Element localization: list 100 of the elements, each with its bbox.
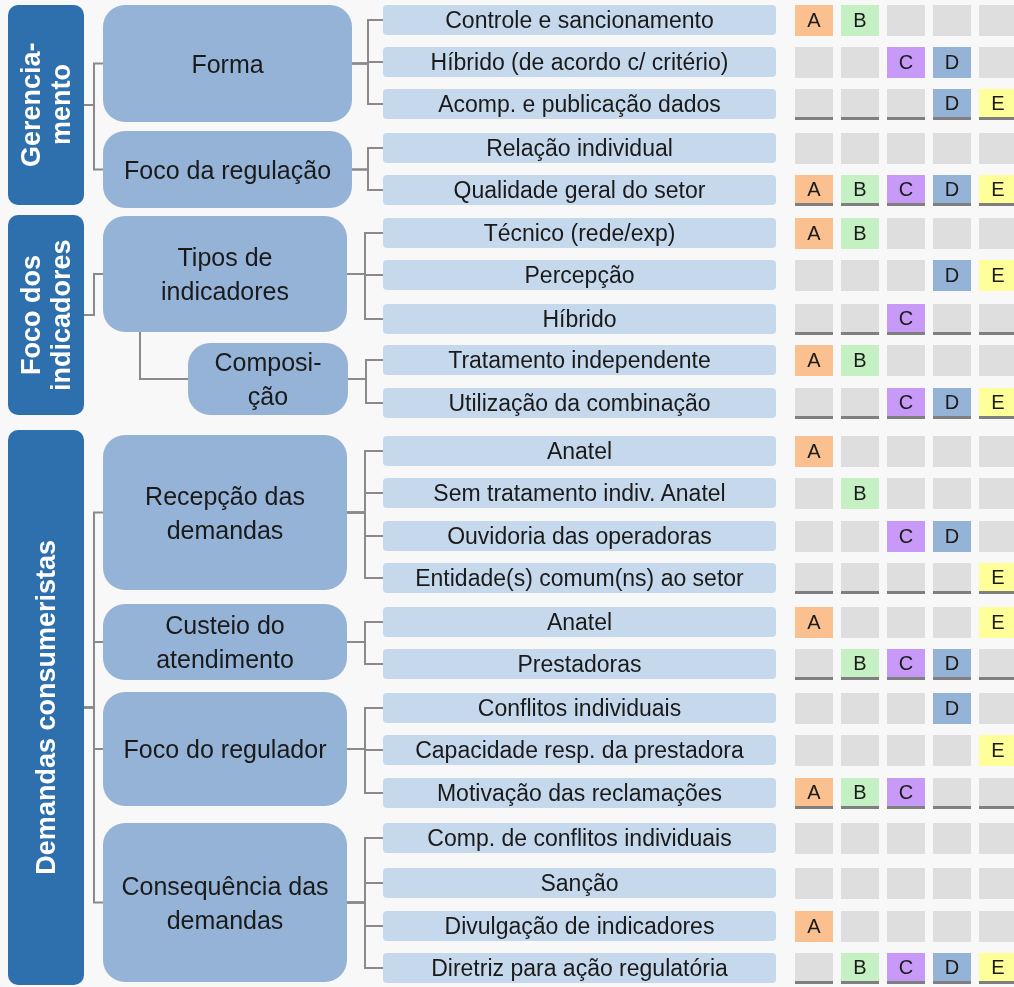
connector-line: [347, 378, 384, 404]
group-box: [103, 823, 347, 982]
connector-line: [346, 901, 384, 969]
connector-line: [83, 273, 104, 316]
label-text: Prestadoras: [517, 650, 642, 678]
label-text: Sem tratamento indiv. Anatel: [433, 479, 726, 507]
option-box: [383, 868, 776, 898]
label-text: Conflitos individuais: [477, 694, 682, 722]
option-box: [383, 5, 776, 35]
rating-cell: B: [841, 5, 879, 36]
rating-cell: C: [887, 649, 925, 680]
option-box: [383, 693, 776, 723]
rating-cell: D: [933, 47, 971, 78]
rating-cell: D: [933, 388, 971, 419]
rating-cell: C: [887, 953, 925, 984]
label-text: Composi- ção: [213, 347, 323, 412]
label-text: Qualidade geral do setor: [453, 176, 706, 204]
rating-cell: C: [887, 47, 925, 78]
connector-line: [83, 706, 104, 904]
rating-cell: E: [979, 260, 1014, 291]
label-text: Motivação das reclamações: [436, 779, 723, 807]
option-box: [383, 89, 776, 119]
option-box: [383, 436, 776, 466]
connector-line: [346, 511, 384, 579]
rating-cell: D: [933, 260, 971, 291]
rating-cell: A: [795, 5, 833, 36]
label-text: Comp. de conflitos individuais: [427, 824, 732, 852]
label-text: Acomp. e publicação dados: [438, 90, 721, 118]
rating-cell: D: [933, 953, 971, 984]
rating-cell: B: [841, 953, 879, 984]
label-text: Divulgação de indicadores: [444, 912, 715, 940]
rating-cell: E: [979, 953, 1014, 984]
label-text: Anatel: [546, 437, 613, 465]
category-band: [8, 430, 84, 985]
label-text: Controle e sancionamento: [445, 6, 714, 34]
rating-cell: B: [841, 478, 879, 509]
rating-cell: B: [841, 175, 879, 206]
option-box: [383, 175, 776, 205]
rating-cell: A: [795, 436, 833, 467]
rating-cell: E: [979, 175, 1014, 206]
group-box: [103, 131, 352, 208]
label-text: Utilização da combinação: [448, 389, 711, 417]
label-text: Gerencia- mento: [16, 41, 76, 170]
rating-cell: C: [887, 521, 925, 552]
rating-cell: D: [933, 649, 971, 680]
label-text: Foco do regulador: [123, 734, 327, 765]
rating-cell: A: [795, 911, 833, 942]
option-box: [383, 911, 776, 941]
rating-cell: B: [841, 345, 879, 376]
group-box: [103, 604, 347, 680]
label-text: Tipos de indicadores: [160, 242, 290, 307]
label-text: Percepção: [524, 261, 635, 289]
rating-cell: A: [795, 778, 833, 809]
label-text: Demandas consumeristas: [31, 540, 61, 875]
rating-cell: E: [979, 388, 1014, 419]
option-box: [383, 521, 776, 551]
option-box: [383, 953, 776, 983]
option-box: [383, 649, 776, 679]
category-band: [8, 215, 84, 415]
label-text: Consequência das demandas: [120, 870, 330, 936]
label-text: Híbrido (de acordo c/ critério): [430, 48, 729, 76]
connector-line: [346, 273, 384, 320]
rating-cell: D: [933, 89, 971, 120]
rating-cell: E: [979, 735, 1014, 766]
option-box: [383, 478, 776, 508]
option-box: [383, 218, 776, 248]
rating-cell: C: [887, 778, 925, 809]
option-box: [383, 388, 776, 418]
rating-cell: C: [887, 388, 925, 419]
label-text: Tratamento independente: [448, 346, 711, 374]
rating-cell: E: [979, 89, 1014, 120]
rating-cell: A: [795, 345, 833, 376]
label-text: Sanção: [540, 869, 619, 897]
rating-cell: A: [795, 218, 833, 249]
option-box: [383, 260, 776, 290]
label-text: Híbrido: [542, 305, 617, 333]
connector-line: [351, 168, 384, 191]
rating-cell: A: [795, 175, 833, 206]
rating-cell: D: [933, 521, 971, 552]
group-box: [103, 5, 352, 122]
label-text: Recepção das demandas: [144, 480, 306, 546]
option-box: [383, 345, 776, 375]
connector-line: [346, 748, 384, 794]
option-box: [383, 735, 776, 765]
rating-cell: C: [887, 175, 925, 206]
rating-cell: A: [795, 607, 833, 638]
connector-line: [346, 641, 384, 665]
label-text: Entidade(s) comum(ns) ao setor: [415, 564, 744, 592]
option-box: [383, 823, 776, 853]
option-box: [383, 304, 776, 334]
label-text: Foco dos indicadores: [16, 238, 76, 393]
label-text: Forma: [191, 48, 264, 80]
label-text: Técnico (rede/exp): [483, 219, 676, 247]
rating-cell: B: [841, 649, 879, 680]
rating-cell: B: [841, 218, 879, 249]
label-text: Foco da regulação: [123, 154, 332, 186]
connector-line: [83, 104, 104, 171]
category-band: [8, 5, 84, 205]
label-text: Anatel: [546, 608, 613, 636]
group-box: [188, 343, 348, 415]
